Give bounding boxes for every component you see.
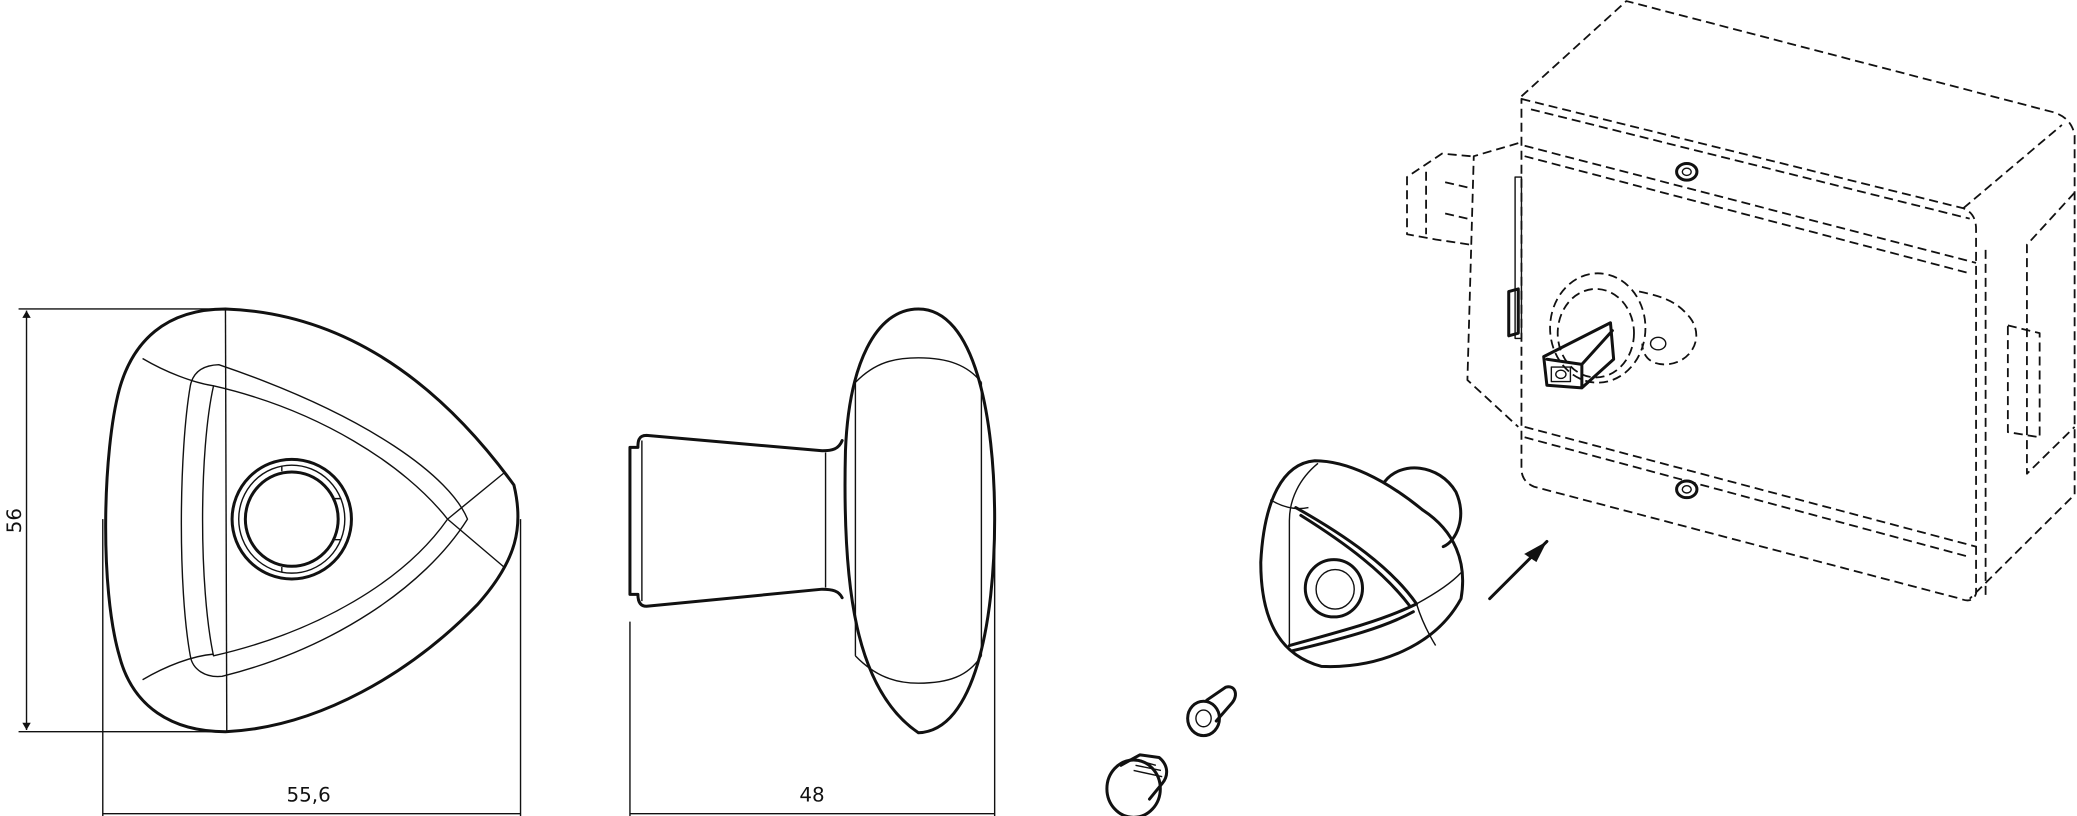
fixing-screw (1188, 687, 1236, 736)
dimension-label-height: 56 (3, 508, 26, 533)
knob-stem (630, 435, 842, 606)
cover-cap (1107, 755, 1167, 816)
housing-screw-bottom (1677, 481, 1697, 498)
dimension-label-front-width: 55,6 (287, 783, 331, 806)
knob-center-hole (1305, 560, 1362, 617)
knob-front-outline (106, 309, 518, 732)
center-hole (232, 459, 351, 579)
assembly-arrow (1490, 541, 1547, 598)
exploded-view (1107, 1, 2075, 816)
front-view (19, 309, 521, 816)
knob-isometric (1261, 461, 1463, 667)
housing-screw-top (1677, 163, 1697, 180)
dimension-label-side-width: 48 (799, 783, 824, 806)
side-view (630, 309, 995, 816)
square-spindle (1544, 323, 1614, 388)
knob-side-outline (845, 309, 995, 733)
spindle-boss (1550, 273, 1645, 382)
lock-housing (1407, 1, 2075, 600)
